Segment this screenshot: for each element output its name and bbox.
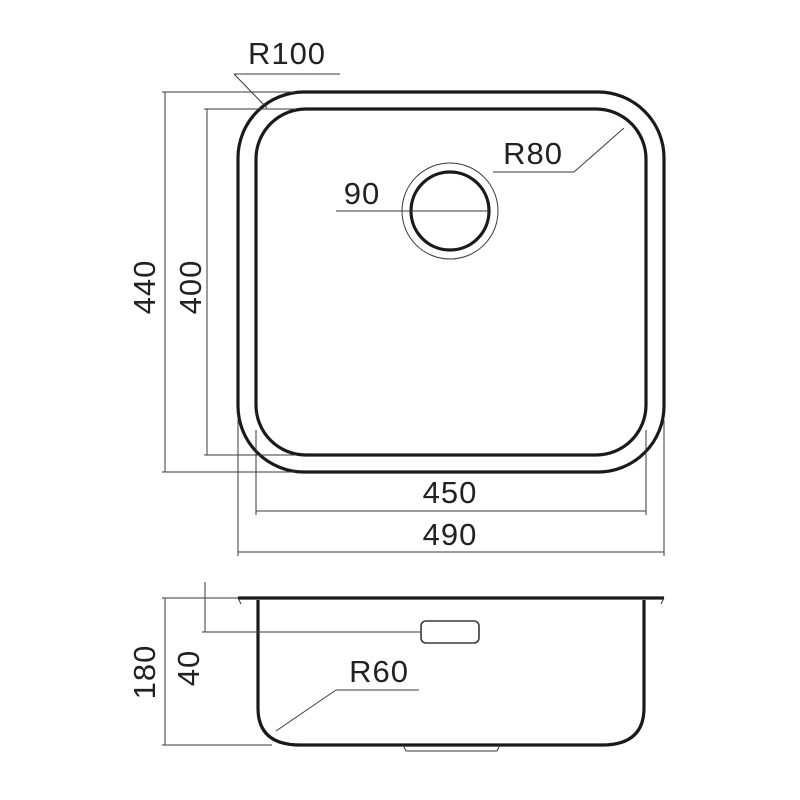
label-r80: R80: [503, 136, 563, 171]
label-490: 490: [423, 517, 478, 552]
r60-leader: [275, 689, 337, 732]
label-drain-90: 90: [344, 176, 380, 211]
sink-outer-outline: [236, 90, 666, 474]
label-r60: R60: [349, 654, 409, 689]
label-180: 180: [127, 645, 162, 700]
overflow-slot: [420, 620, 480, 644]
label-40: 40: [171, 650, 206, 686]
top-view: R100 R80 90 450 490 440 400: [127, 36, 666, 556]
r100-leader: [233, 73, 268, 109]
label-r100: R100: [248, 36, 326, 71]
label-440: 440: [127, 260, 162, 315]
sink-bowl-profile: [256, 600, 646, 747]
flange-right-lip: [660, 597, 665, 605]
flange-left-lip: [237, 597, 242, 605]
sink-inner-outline: [254, 107, 648, 457]
side-view: R60 180 40: [127, 582, 665, 752]
drain-foot: [402, 744, 501, 752]
label-450: 450: [423, 475, 478, 510]
label-400: 400: [173, 260, 208, 315]
r80-leader: [573, 127, 625, 173]
